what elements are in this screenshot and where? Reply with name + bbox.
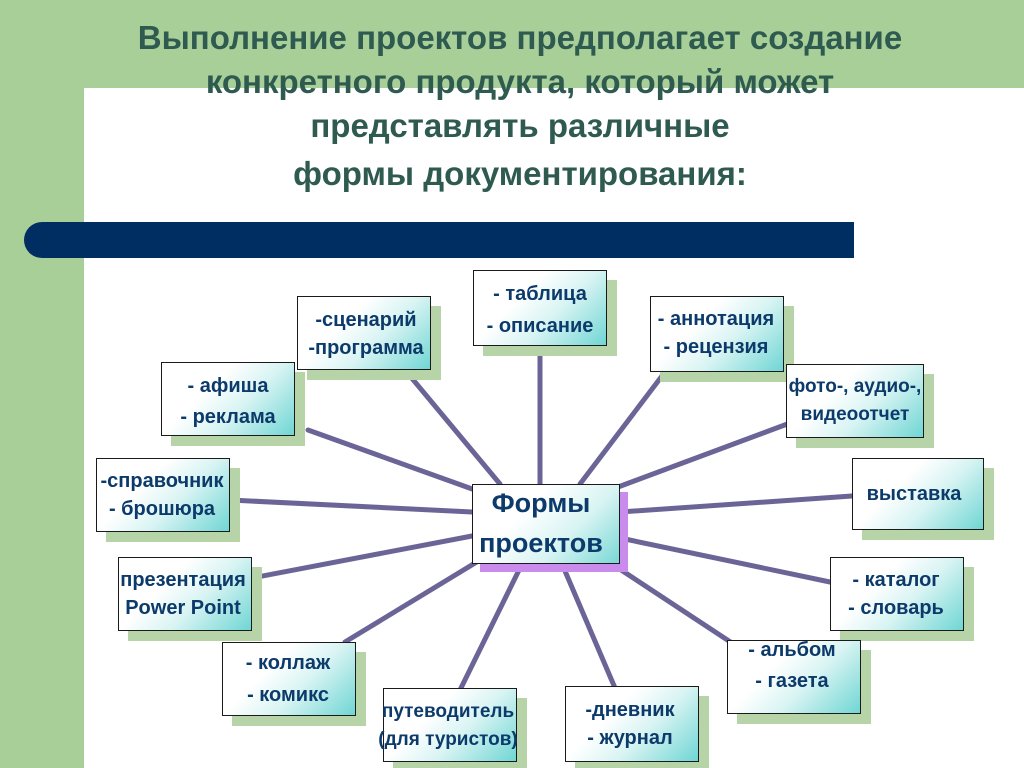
- node-catalog-line-2: - словарь: [848, 597, 944, 619]
- node-script-line-2: -программа: [308, 337, 424, 359]
- node-script-line-1: -сценарий: [315, 309, 417, 331]
- node-label-annotation: - аннотация - рецензия: [658, 305, 774, 361]
- connector-diary: [559, 561, 618, 691]
- node-presentation-line-1: презентация: [120, 569, 246, 591]
- title-line-4: формы документирования:: [293, 155, 747, 192]
- node-label-collage: - коллаж - комикс: [246, 649, 330, 709]
- connector-exhibition: [617, 493, 855, 515]
- node-media-report-line-2: видеоотчет: [800, 404, 910, 425]
- title-line-1: Выполнение проектов предполагает создани…: [137, 19, 903, 56]
- background-green-top: [84, 0, 1024, 88]
- node-box-media-report: [786, 364, 924, 438]
- center-line-1: Формы: [491, 488, 591, 518]
- node-box-album: [727, 640, 861, 714]
- node-label-poster: - афиша - реклама: [180, 372, 275, 431]
- node-box-catalog: [830, 557, 964, 631]
- node-diary-line-1: -дневник: [585, 699, 675, 721]
- node-label-presentation: презентация Power Point: [120, 566, 245, 622]
- node-media-report-line-1: фото-, аудио-,: [788, 376, 922, 397]
- node-label-exhibition: выставка: [867, 480, 962, 508]
- connector-script: [402, 367, 503, 487]
- node-album-line-1: - альбом: [748, 639, 836, 661]
- connector-handbook: [227, 497, 475, 515]
- node-album-line-2: - газета: [755, 670, 829, 692]
- divider-bar: [24, 222, 854, 258]
- node-box-guide: [383, 688, 517, 762]
- node-label-guide: путеводитель (для туристов): [378, 698, 517, 754]
- node-table-line-1: - таблица: [493, 283, 587, 305]
- node-exhibition-line-1: выставка: [866, 483, 962, 505]
- connector-guide: [457, 561, 525, 693]
- node-annotation-line-1: - аннотация: [657, 308, 775, 330]
- title-line-3: представлять различные: [310, 107, 730, 144]
- node-collage-line-1: - коллаж: [245, 652, 331, 674]
- node-poster-line-1: - афиша: [187, 375, 269, 397]
- node-guide-line-2: (для туристов): [378, 729, 518, 750]
- node-table-line-2: - описание: [486, 315, 594, 337]
- node-box-diary: [565, 686, 699, 762]
- node-collage-line-2: - комикс: [247, 684, 329, 706]
- connector-collage: [342, 557, 483, 645]
- node-box-table: [473, 270, 607, 346]
- node-guide-line-1: путеводитель: [381, 701, 515, 722]
- node-catalog-line-1: - каталог: [852, 569, 940, 591]
- node-label-handbook: -справочник - брошюра: [101, 467, 224, 523]
- node-label-diary: -дневник - журнал: [585, 696, 674, 752]
- node-handbook-line-2: - брошюра: [108, 498, 216, 520]
- node-presentation-line-2: Power Point: [125, 597, 241, 619]
- connector-annotation: [577, 369, 668, 487]
- node-box-script: [297, 296, 431, 370]
- node-box-poster: [161, 362, 295, 436]
- node-label-catalog: - каталог - словарь: [848, 566, 944, 622]
- slide-title: Выполнение проектов предполагает создани…: [40, 16, 1000, 196]
- center-label: Формы проектов: [479, 486, 603, 560]
- connector-media-report: [607, 420, 793, 493]
- node-label-table: - таблица - описание: [487, 280, 594, 340]
- node-box-exhibition: [852, 458, 984, 530]
- node-annotation-line-2: - рецензия: [663, 336, 769, 358]
- node-handbook-line-1: -справочник: [100, 470, 224, 492]
- node-diary-line-2: - журнал: [587, 727, 673, 749]
- node-label-media-report: фото-, аудио-, видеоотчет: [789, 373, 922, 429]
- connector-catalog: [617, 535, 833, 585]
- node-label-script: -сценарий -программа: [308, 306, 423, 362]
- node-box-handbook: [96, 458, 230, 532]
- node-box-annotation: [650, 296, 784, 372]
- title-line-2: конкретного продукта, который может: [205, 63, 835, 100]
- node-box-presentation: [118, 557, 252, 631]
- background-green-strip: [0, 0, 84, 768]
- connector-poster: [305, 427, 478, 493]
- center-box: [472, 484, 620, 564]
- node-poster-line-2: - реклама: [180, 406, 276, 428]
- connector-album: [609, 561, 738, 648]
- node-box-collage: [222, 642, 356, 716]
- center-line-2: проектов: [479, 528, 603, 558]
- node-label-album: - альбом - газета: [748, 636, 835, 695]
- connector-presentation: [249, 533, 475, 581]
